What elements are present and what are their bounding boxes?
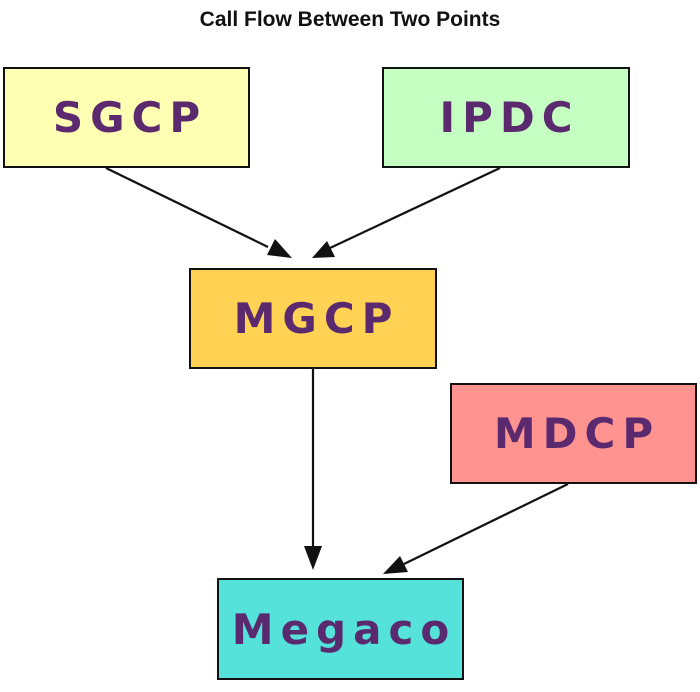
node-megaco: Megaco (217, 578, 464, 680)
node-sgcp: SGCP (3, 67, 250, 168)
edge-sgcp-to-mgcp (105, 167, 269, 248)
edge-mdcp-to-megaco (403, 483, 569, 565)
node-label-sgcp: SGCP (52, 93, 208, 142)
arrowhead-mgcp-to-megaco (304, 546, 322, 570)
node-ipdc: IPDC (382, 67, 630, 168)
edge-ipdc-to-mgcp (329, 167, 501, 249)
arrowhead-ipdc-to-mgcp (312, 241, 335, 258)
diagram-title: Call Flow Between Two Points (199, 8, 501, 31)
node-label-megaco: Megaco (231, 604, 457, 654)
node-label-ipdc: IPDC (439, 93, 580, 142)
arrowhead-sgcp-to-mgcp (267, 239, 292, 258)
arrowhead-mdcp-to-megaco (383, 556, 408, 574)
node-mgcp: MGCP (189, 268, 437, 369)
node-label-mgcp: MGCP (233, 294, 400, 343)
node-label-mdcp: MDCP (493, 409, 661, 458)
node-mdcp: MDCP (450, 383, 697, 484)
